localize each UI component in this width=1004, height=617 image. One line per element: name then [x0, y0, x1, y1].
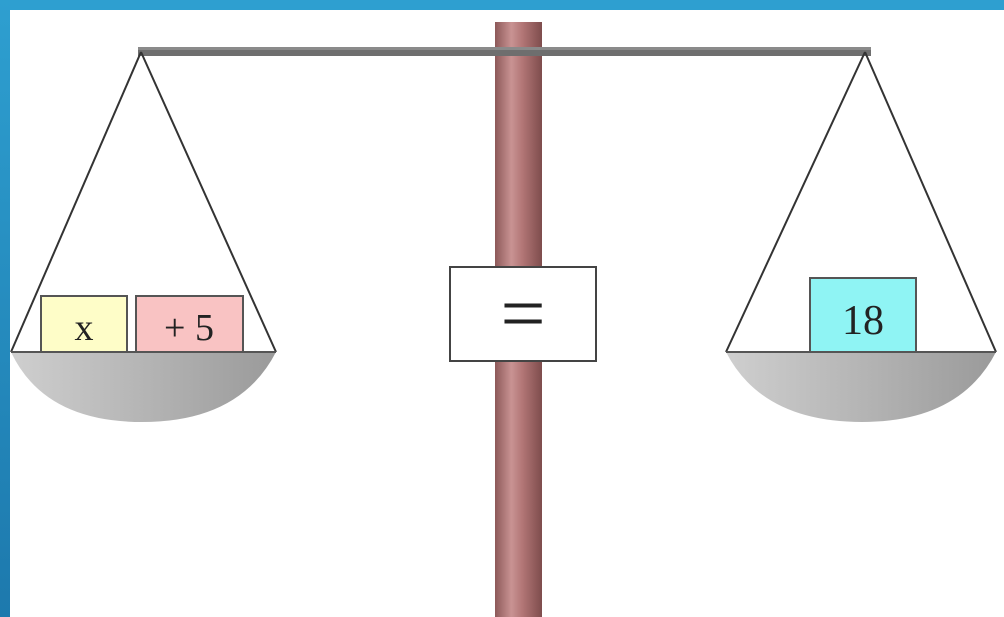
eighteen-block-label: 18 [842, 298, 884, 344]
x-block-label: x [75, 307, 94, 349]
plus-five-block-label: + 5 [164, 307, 214, 349]
balance-beam [138, 47, 871, 56]
eighteen-block: 18 [809, 277, 917, 353]
frame-left-border [0, 0, 10, 617]
left-pan-strings [10, 51, 277, 353]
equals-sign-box: = [449, 266, 597, 362]
x-block: x [40, 295, 128, 353]
equals-sign: = [500, 270, 545, 358]
right-pan-strings [725, 51, 997, 353]
right-pan [726, 352, 996, 422]
left-pan [11, 352, 276, 422]
frame-top-border [0, 0, 1004, 10]
plus-five-block: + 5 [135, 295, 244, 353]
